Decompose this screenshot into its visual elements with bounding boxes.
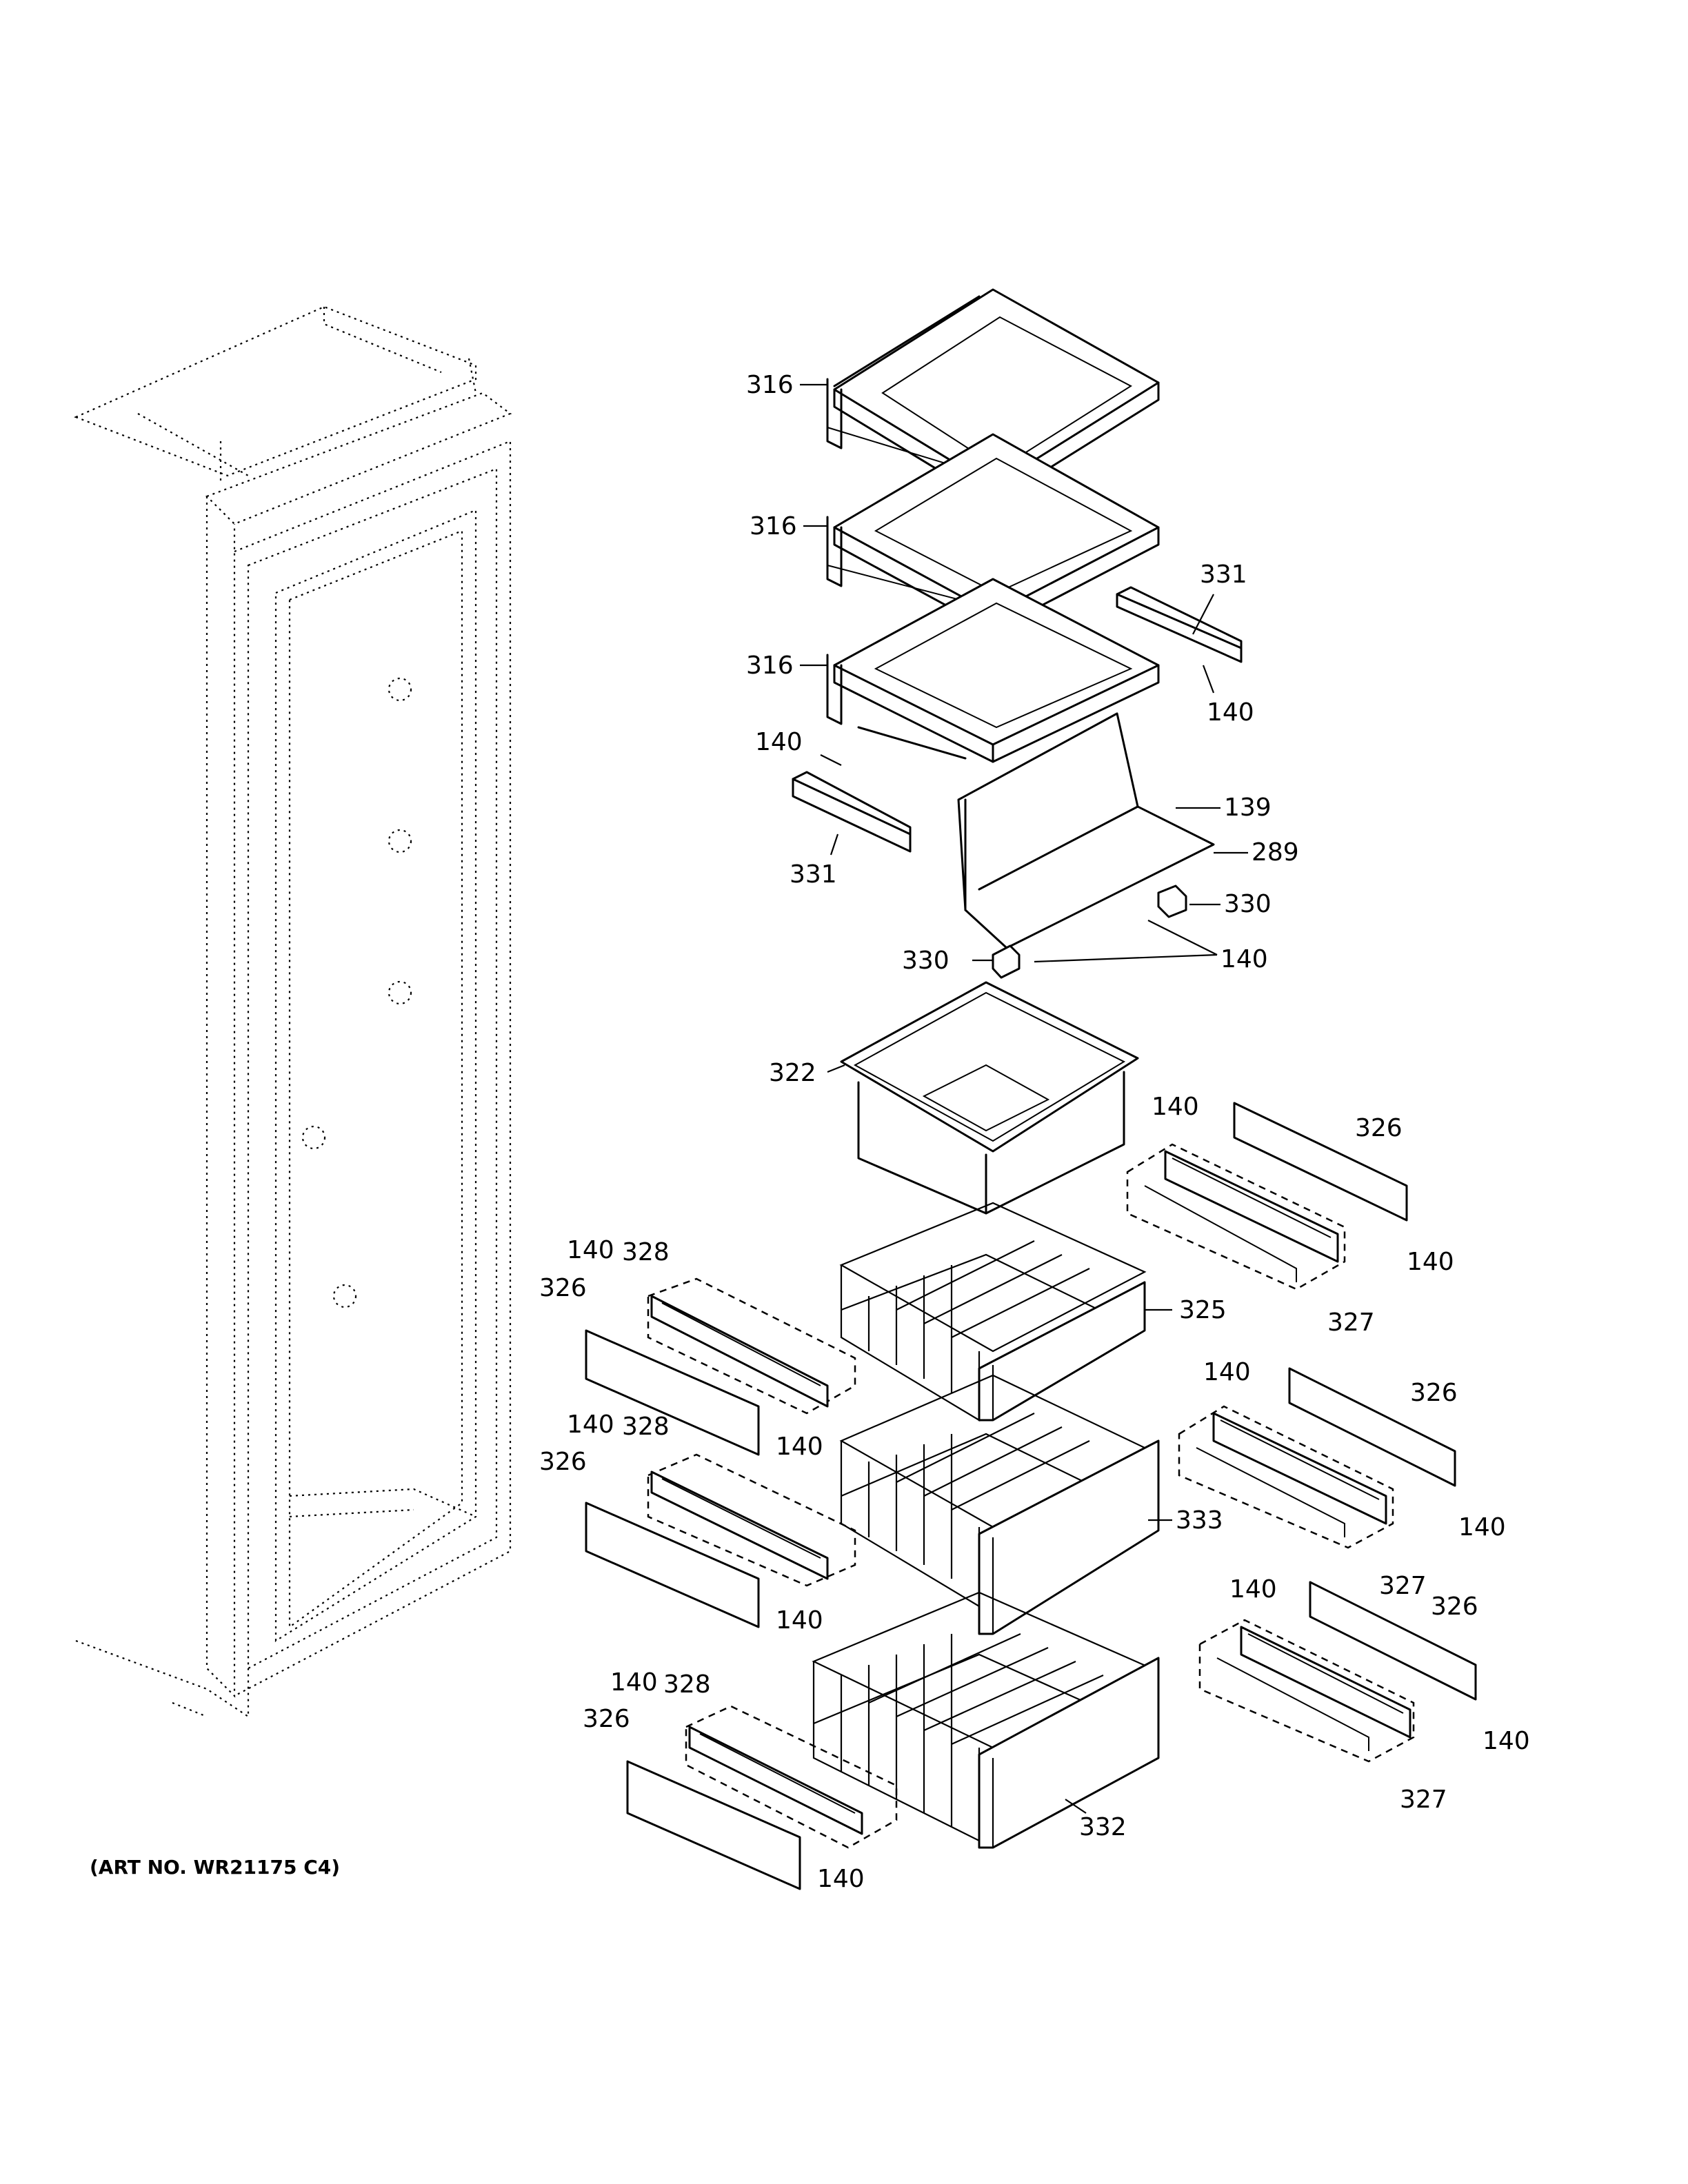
callout-326: 326: [583, 1705, 630, 1733]
callout-140: 140: [817, 1865, 865, 1893]
basket-325: [839, 1202, 1147, 1422]
callout-140: 140: [1483, 1727, 1530, 1755]
callout-330: 330: [902, 947, 950, 975]
cabinet-liner: [74, 305, 512, 1719]
callout-140: 140: [567, 1410, 614, 1439]
callout-140: 140: [776, 1433, 823, 1461]
basket-332: [812, 1591, 1160, 1849]
callout-327: 327: [1379, 1572, 1427, 1600]
pan-322: [840, 981, 1139, 1215]
shelf-316-middle: [826, 433, 1160, 632]
callout-326: 326: [539, 1274, 587, 1302]
callouts: 316 316 316 331 140 140 331 139 289 330 …: [539, 371, 1530, 1893]
slide-assembly-left-1: [585, 1277, 856, 1456]
callout-326: 326: [539, 1448, 587, 1476]
callout-140: 140: [1152, 1093, 1199, 1121]
callout-139: 139: [1224, 793, 1272, 822]
callout-326: 326: [1410, 1379, 1458, 1407]
callout-140: 140: [1458, 1513, 1506, 1541]
rail-331-left: [792, 771, 912, 853]
leader-lines: [800, 383, 1248, 1814]
callout-328: 328: [622, 1238, 670, 1266]
callout-322: 322: [769, 1059, 816, 1087]
slide-assembly-right-1: [1126, 1102, 1408, 1291]
callout-327: 327: [1327, 1308, 1375, 1337]
basket-333: [839, 1374, 1160, 1635]
callout-326: 326: [1355, 1114, 1403, 1142]
callout-140: 140: [755, 728, 803, 756]
callout-140: 140: [1220, 945, 1268, 973]
callout-327: 327: [1400, 1786, 1447, 1814]
callout-331: 331: [790, 860, 837, 889]
rail-331-right: [1116, 586, 1243, 663]
callout-333: 333: [1176, 1506, 1223, 1535]
callout-332: 332: [1079, 1813, 1127, 1841]
art-number-label: (ART NO. WR21175 C4): [90, 1856, 340, 1879]
callout-331: 331: [1200, 560, 1247, 589]
callout-330: 330: [1224, 890, 1272, 918]
slide-assembly-left-2: [585, 1453, 856, 1628]
liner-ports: [301, 677, 412, 1308]
callout-316: 316: [746, 651, 794, 680]
callout-140: 140: [610, 1668, 658, 1697]
slide-assembly-right-3: [1198, 1581, 1477, 1763]
callout-140: 140: [1203, 1358, 1251, 1386]
clip-330-left: [992, 944, 1021, 979]
shelf-316-bottom: [826, 578, 1160, 763]
crisper-cover-289: [857, 712, 1215, 949]
callout-325: 325: [1179, 1296, 1227, 1324]
callout-316: 316: [750, 512, 797, 540]
callout-140: 140: [776, 1606, 823, 1635]
callout-289: 289: [1252, 838, 1299, 867]
callout-140: 140: [1229, 1575, 1277, 1604]
clip-330-right: [1157, 884, 1187, 918]
slide-assembly-left-3: [626, 1705, 898, 1890]
callout-140: 140: [567, 1236, 614, 1264]
callout-140: 140: [1407, 1248, 1454, 1276]
callout-328: 328: [663, 1670, 711, 1699]
callout-316: 316: [746, 371, 794, 399]
callout-326: 326: [1431, 1593, 1478, 1621]
callout-328: 328: [622, 1413, 670, 1441]
callout-140: 140: [1207, 698, 1254, 727]
slide-assembly-right-2: [1178, 1367, 1456, 1549]
